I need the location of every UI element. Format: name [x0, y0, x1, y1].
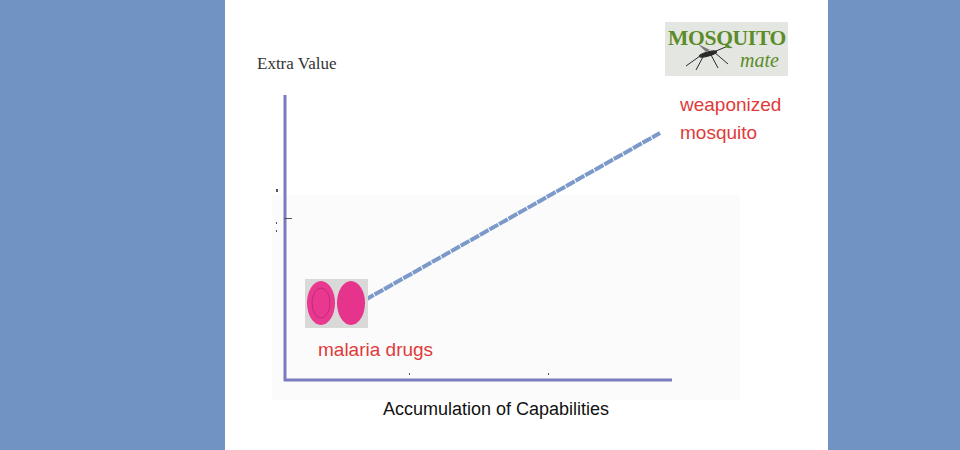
trend-line — [365, 133, 660, 300]
logo-word: mate — [740, 48, 779, 72]
point-label: malaria drugs — [318, 338, 433, 361]
point-label: weaponized mosquito — [680, 91, 790, 147]
axis-title: Extra Value — [257, 54, 336, 74]
axis-title: Accumulation of Capabilities — [383, 398, 609, 420]
plot-ground — [272, 195, 740, 400]
pill-picture — [305, 279, 368, 328]
logo-ground — [665, 22, 788, 76]
logo-word: MOSQUITO — [668, 24, 786, 53]
x-axis — [284, 379, 672, 382]
y-axis — [284, 95, 287, 381]
